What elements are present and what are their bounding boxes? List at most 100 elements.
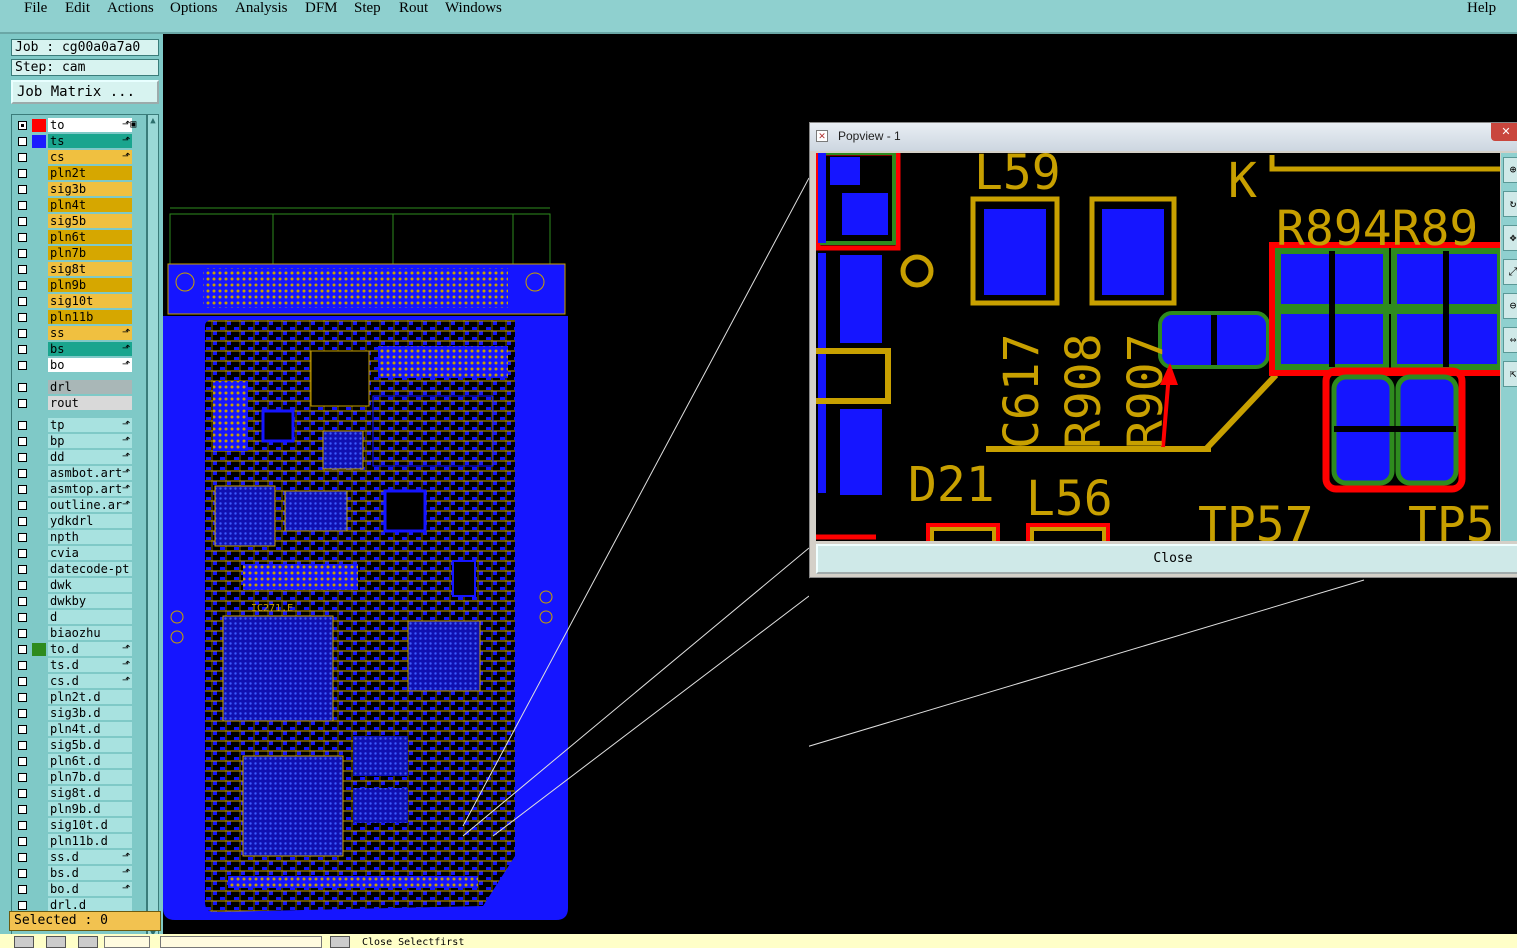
layer-checkbox[interactable]	[18, 421, 27, 430]
layer-row-npth[interactable]: npth	[12, 529, 146, 545]
layer-checkbox[interactable]	[18, 741, 27, 750]
layer-checkbox[interactable]	[18, 885, 27, 894]
layer-name[interactable]: sig5b.d	[48, 738, 132, 752]
layer-name[interactable]: ts.d	[48, 658, 132, 672]
layer-name[interactable]: ss.d	[48, 850, 132, 864]
layer-row-pln6t-d[interactable]: pln6t.d	[12, 753, 146, 769]
layer-row-pln11b[interactable]: pln11b	[12, 309, 146, 325]
menu-file[interactable]: File	[24, 0, 48, 16]
layer-row-dwkby[interactable]: dwkby	[12, 593, 146, 609]
layer-name[interactable]: cvia	[48, 546, 132, 560]
layer-row-sig8t[interactable]: sig8t	[12, 261, 146, 277]
layer-color-swatch[interactable]	[32, 119, 46, 132]
layer-checkbox[interactable]	[18, 169, 27, 178]
layer-checkbox[interactable]	[18, 121, 27, 130]
layer-name[interactable]: pln7b.d	[48, 770, 132, 784]
layer-checkbox[interactable]	[18, 533, 27, 542]
menu-help[interactable]: Help	[1467, 0, 1497, 16]
layer-row-dd[interactable]: dd⬏	[12, 449, 146, 465]
layer-checkbox[interactable]	[18, 217, 27, 226]
layer-row-to[interactable]: to⬏▣	[12, 117, 146, 133]
layer-row-biaozhu[interactable]: biaozhu	[12, 625, 146, 641]
layer-name[interactable]: npth	[48, 530, 132, 544]
layer-color-swatch[interactable]	[32, 643, 46, 656]
layer-row-dwk[interactable]: dwk	[12, 577, 146, 593]
layer-name[interactable]: outline.ar	[48, 498, 132, 512]
menu-windows[interactable]: Windows	[445, 0, 502, 16]
layer-checkbox[interactable]	[18, 233, 27, 242]
layer-checkbox[interactable]	[18, 565, 27, 574]
layer-checkbox[interactable]	[18, 693, 27, 702]
layer-name[interactable]: pln11b.d	[48, 834, 132, 848]
layer-checkbox[interactable]	[18, 613, 27, 622]
layer-name[interactable]: pln2t.d	[48, 690, 132, 704]
layer-name[interactable]: pln9b.d	[48, 802, 132, 816]
measure-icon[interactable]: ⇔	[1503, 327, 1517, 353]
layer-checkbox[interactable]	[18, 645, 27, 654]
layer-checkbox[interactable]	[18, 297, 27, 306]
layer-row-sig5b-d[interactable]: sig5b.d	[12, 737, 146, 753]
layer-name[interactable]: d	[48, 610, 132, 624]
layer-checkbox[interactable]	[18, 789, 27, 798]
layer-name[interactable]: rout	[48, 396, 132, 410]
layer-row-pln4t[interactable]: pln4t	[12, 197, 146, 213]
layer-row-cs[interactable]: cs⬏	[12, 149, 146, 165]
layer-row-tp[interactable]: tp⬏	[12, 417, 146, 433]
popview-titlebar[interactable]: ✕ Popview - 1 ✕	[810, 123, 1517, 151]
layer-name[interactable]: to.d	[48, 642, 132, 656]
layer-row-bo[interactable]: bo⬏	[12, 357, 146, 373]
layer-name[interactable]: ts	[48, 134, 132, 148]
layer-row-rout[interactable]: rout	[12, 395, 146, 411]
layer-checkbox[interactable]	[18, 725, 27, 734]
layer-name[interactable]: tp	[48, 418, 132, 432]
job-matrix-button[interactable]: Job Matrix ...	[11, 80, 159, 104]
layer-name[interactable]: sig5b	[48, 214, 132, 228]
layer-row-pln4t-d[interactable]: pln4t.d	[12, 721, 146, 737]
command-field[interactable]	[160, 936, 322, 948]
layer-name[interactable]: bs	[48, 342, 132, 356]
layer-name[interactable]: bo	[48, 358, 132, 372]
layer-name[interactable]: pln9b	[48, 278, 132, 292]
layer-name[interactable]: cs.d	[48, 674, 132, 688]
layer-name[interactable]: pln6t	[48, 230, 132, 244]
layer-name[interactable]: dwk	[48, 578, 132, 592]
layer-checkbox[interactable]	[18, 805, 27, 814]
layer-name[interactable]: pln6t.d	[48, 754, 132, 768]
layer-checkbox[interactable]	[18, 453, 27, 462]
layer-row-pln2t[interactable]: pln2t	[12, 165, 146, 181]
layer-name[interactable]: pln11b	[48, 310, 132, 324]
layer-row-sig8t-d[interactable]: sig8t.d	[12, 785, 146, 801]
layer-checkbox[interactable]	[18, 757, 27, 766]
layer-checkbox[interactable]	[18, 329, 27, 338]
layer-row-sig10t-d[interactable]: sig10t.d	[12, 817, 146, 833]
layer-name[interactable]: sig10t	[48, 294, 132, 308]
arrow-tool-icon[interactable]	[14, 936, 34, 948]
layer-checkbox[interactable]	[18, 485, 27, 494]
layer-checkbox[interactable]	[18, 837, 27, 846]
layer-row-sig10t[interactable]: sig10t	[12, 293, 146, 309]
layer-row-bo-d[interactable]: bo.d⬏	[12, 881, 146, 897]
layer-checkbox[interactable]	[18, 361, 27, 370]
fit-icon[interactable]: ⤢	[1503, 259, 1517, 285]
layer-name[interactable]: ss	[48, 326, 132, 340]
menu-edit[interactable]: Edit	[65, 0, 90, 16]
layer-checkbox[interactable]	[18, 581, 27, 590]
menu-step[interactable]: Step	[354, 0, 381, 16]
layer-name[interactable]: pln7b	[48, 246, 132, 260]
layer-row-cs-d[interactable]: cs.d⬏	[12, 673, 146, 689]
layer-name[interactable]: sig3b.d	[48, 706, 132, 720]
layer-name[interactable]: biaozhu	[48, 626, 132, 640]
layer-row-ts-d[interactable]: ts.d⬏	[12, 657, 146, 673]
layer-name[interactable]: asmbot.art	[48, 466, 132, 480]
layer-checkbox[interactable]	[18, 153, 27, 162]
layer-row-pln11b-d[interactable]: pln11b.d	[12, 833, 146, 849]
layer-checkbox[interactable]	[18, 901, 27, 910]
layer-row-pln9b[interactable]: pln9b	[12, 277, 146, 293]
layer-checkbox[interactable]	[18, 265, 27, 274]
add-tool-icon[interactable]	[330, 936, 350, 948]
layer-name[interactable]: pln2t	[48, 166, 132, 180]
menu-analysis[interactable]: Analysis	[235, 0, 288, 16]
select-tool-icon[interactable]	[46, 936, 66, 948]
layer-row-asmtop-art[interactable]: asmtop.art⬏	[12, 481, 146, 497]
layer-checkbox[interactable]	[18, 137, 27, 146]
